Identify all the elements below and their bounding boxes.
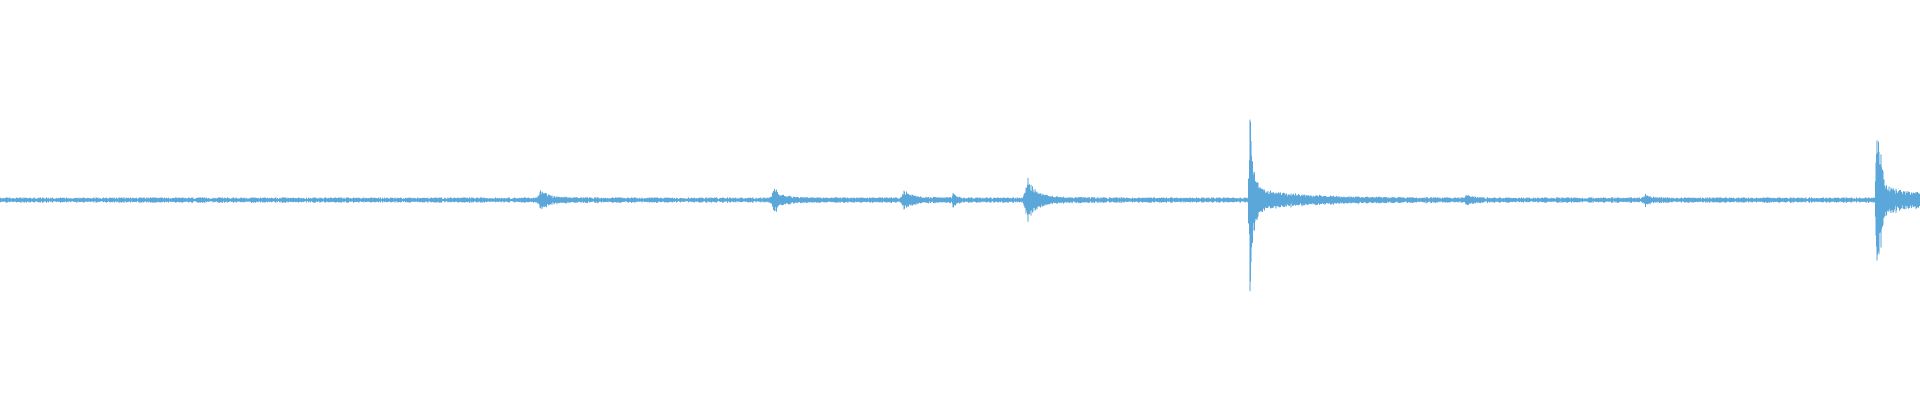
waveform-trace — [0, 119, 1920, 292]
